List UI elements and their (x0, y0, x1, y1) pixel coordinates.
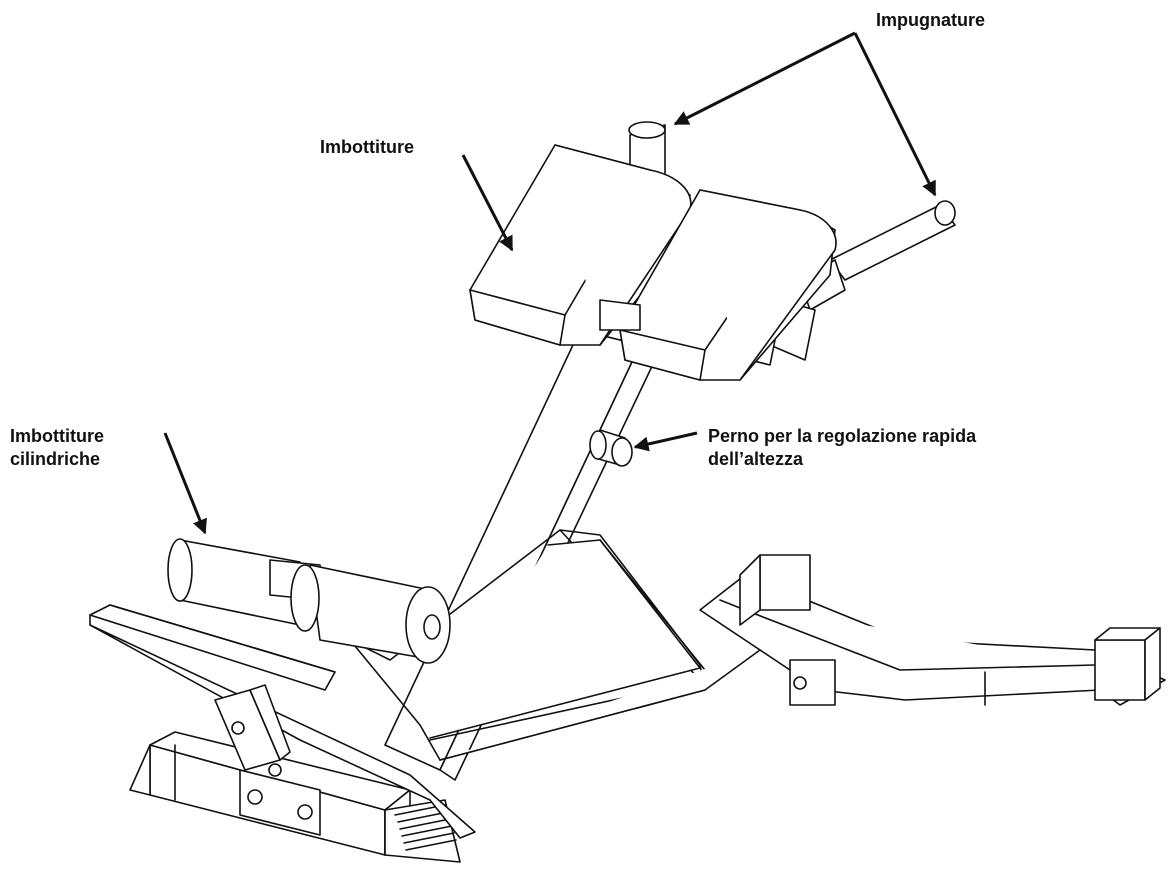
back-pads (469, 144, 837, 381)
footplate (89, 604, 476, 839)
label-imbottiture-cilindriche-line1: Imbottiture (10, 426, 104, 446)
callout-arrows (163, 31, 937, 535)
arrow-impugnature-left (673, 31, 856, 126)
label-perno: Perno per la regolazione rapida dell’alt… (708, 425, 976, 471)
rear-base-leg (699, 554, 1166, 706)
roller-pads (167, 538, 451, 664)
label-imbottiture: Imbottiture (320, 137, 414, 157)
height-adjust-pin (589, 429, 633, 467)
label-perno-line1: Perno per la regolazione rapida (708, 426, 977, 446)
label-imbottiture-cilindriche: Imbottiture cilindriche (10, 425, 104, 471)
arrow-impugnature-right (853, 32, 937, 197)
main-post (349, 329, 761, 781)
label-impugnature: Impugnature (876, 10, 986, 30)
arrow-perno (633, 431, 698, 452)
arrow-imbottiture (461, 154, 514, 252)
arrow-imbottiture-cilindriche (163, 432, 207, 535)
label-imbottiture-cilindriche-line2: cilindriche (10, 449, 101, 469)
label-perno-line2: dell’altezza (708, 449, 804, 469)
